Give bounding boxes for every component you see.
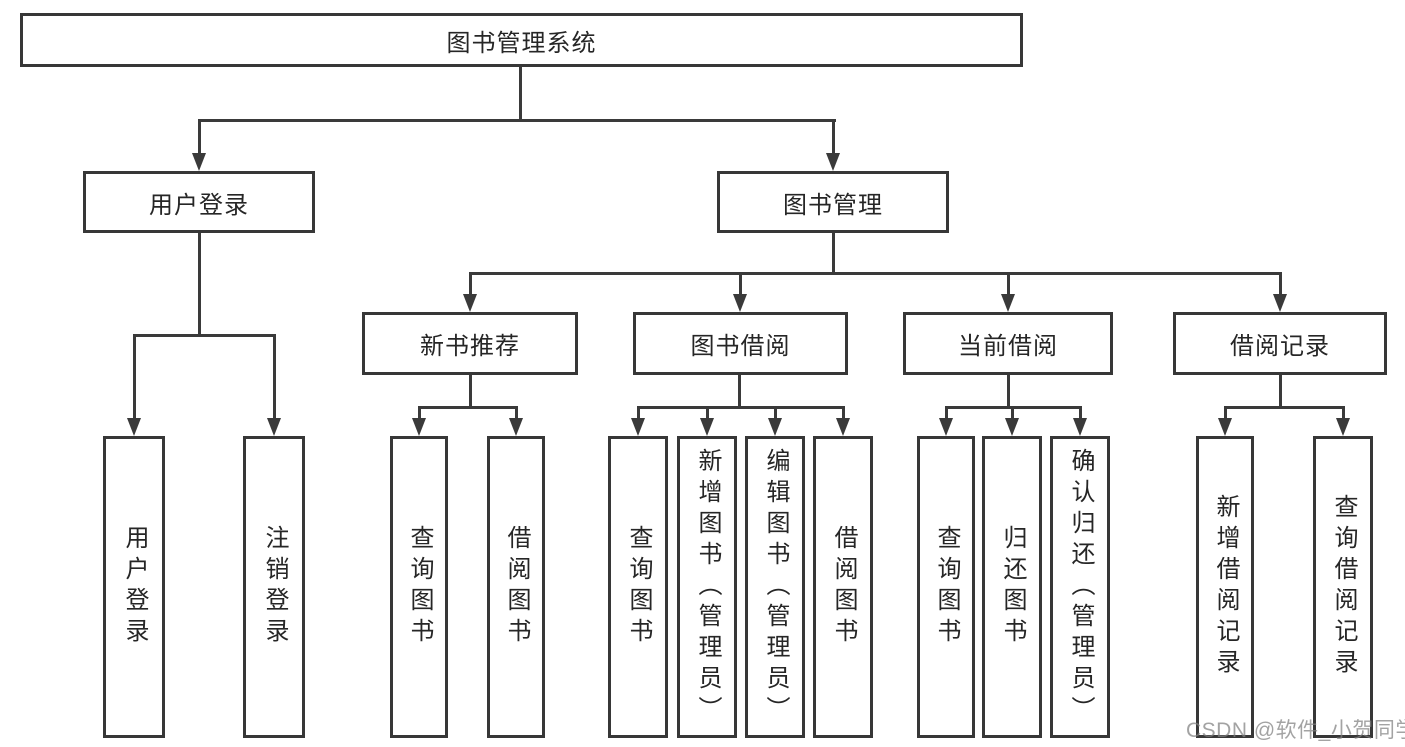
node-new-book-recommendation: 新书推荐 bbox=[362, 312, 578, 375]
connector-line bbox=[842, 406, 845, 420]
connector-line bbox=[469, 375, 472, 409]
connector-line bbox=[1279, 375, 1282, 409]
leaf-bb-add-books-admin: 新增图书（管理员） bbox=[677, 436, 737, 738]
connector-line bbox=[1224, 406, 1227, 420]
connector-line bbox=[273, 334, 276, 420]
leaf-cb-return-books-label: 归还图书 bbox=[999, 525, 1026, 649]
arrowhead-down-icon bbox=[509, 418, 523, 436]
arrowhead-down-icon bbox=[733, 294, 747, 312]
connector-line bbox=[1007, 272, 1010, 296]
arrowhead-down-icon bbox=[1273, 294, 1287, 312]
connector-line bbox=[1224, 406, 1345, 409]
connector-line bbox=[519, 67, 522, 121]
connector-line bbox=[198, 119, 201, 155]
connector-line bbox=[706, 406, 709, 420]
leaf-br-add-borrow-record: 新增借阅记录 bbox=[1196, 436, 1254, 738]
leaf-bb-edit-books-admin-label: 编辑图书（管理员） bbox=[762, 447, 789, 727]
connector-line bbox=[945, 406, 948, 420]
leaf-br-query-borrow-record: 查询借阅记录 bbox=[1313, 436, 1373, 738]
leaf-cb-query-books: 查询图书 bbox=[917, 436, 975, 738]
connector-line bbox=[1007, 375, 1010, 409]
leaf-logout-login: 注销登录 bbox=[243, 436, 305, 738]
node-current-borrowing: 当前借阅 bbox=[903, 312, 1113, 375]
node-new-book-recommendation-label: 新书推荐 bbox=[420, 333, 520, 360]
arrowhead-down-icon bbox=[768, 418, 782, 436]
connector-line bbox=[418, 406, 518, 409]
leaf-cb-query-books-label: 查询图书 bbox=[933, 525, 960, 649]
arrowhead-down-icon bbox=[192, 153, 206, 171]
arrowhead-down-icon bbox=[631, 418, 645, 436]
leaf-nbr-query-books: 查询图书 bbox=[390, 436, 448, 738]
node-book-management-label: 图书管理 bbox=[783, 191, 883, 219]
leaf-nbr-borrow-books-label: 借阅图书 bbox=[503, 525, 530, 649]
connector-line bbox=[469, 272, 1282, 275]
node-user-login-label: 用户登录 bbox=[149, 191, 249, 219]
leaf-br-query-borrow-record-label: 查询借阅记录 bbox=[1330, 494, 1357, 680]
node-book-borrowing: 图书借阅 bbox=[633, 312, 848, 375]
node-library-management-system-label: 图书管理系统 bbox=[446, 29, 597, 57]
node-library-management-system: 图书管理系统 bbox=[20, 13, 1023, 67]
watermark: CSDN @软件_小贺同学 bbox=[1186, 719, 1405, 742]
connector-line bbox=[774, 406, 777, 420]
connector-line bbox=[738, 375, 741, 409]
leaf-br-add-borrow-record-label: 新增借阅记录 bbox=[1212, 494, 1239, 680]
node-user-login: 用户登录 bbox=[83, 171, 315, 233]
node-borrowing-records: 借阅记录 bbox=[1173, 312, 1387, 375]
connector-line bbox=[739, 272, 742, 296]
leaf-nbr-query-books-label: 查询图书 bbox=[406, 525, 433, 649]
arrowhead-down-icon bbox=[836, 418, 850, 436]
connector-line bbox=[637, 406, 640, 420]
arrowhead-down-icon bbox=[1336, 418, 1350, 436]
connector-line bbox=[1011, 406, 1014, 420]
leaf-logout-login-label: 注销登录 bbox=[261, 525, 288, 649]
leaf-bb-query-books-label: 查询图书 bbox=[625, 525, 652, 649]
node-borrowing-records-label: 借阅记录 bbox=[1230, 333, 1330, 360]
leaf-bb-query-books: 查询图书 bbox=[608, 436, 668, 738]
arrowhead-down-icon bbox=[267, 418, 281, 436]
connector-line bbox=[637, 406, 845, 409]
node-book-borrowing-label: 图书借阅 bbox=[690, 333, 791, 360]
arrowhead-down-icon bbox=[700, 418, 714, 436]
leaf-cb-return-books: 归还图书 bbox=[982, 436, 1042, 738]
arrowhead-down-icon bbox=[463, 294, 477, 312]
connector-line bbox=[1342, 406, 1345, 420]
arrowhead-down-icon bbox=[412, 418, 426, 436]
leaf-user-login: 用户登录 bbox=[103, 436, 165, 738]
arrowhead-down-icon bbox=[1218, 418, 1232, 436]
arrowhead-down-icon bbox=[826, 153, 840, 171]
connector-line bbox=[1279, 272, 1282, 296]
arrowhead-down-icon bbox=[1005, 418, 1019, 436]
arrowhead-down-icon bbox=[1073, 418, 1087, 436]
connector-line bbox=[198, 119, 836, 122]
leaf-user-login-label: 用户登录 bbox=[121, 525, 148, 649]
connector-line bbox=[832, 233, 835, 275]
node-book-management: 图书管理 bbox=[717, 171, 949, 233]
connector-line bbox=[418, 406, 421, 420]
connector-line bbox=[515, 406, 518, 420]
connector-line bbox=[1079, 406, 1082, 420]
leaf-cb-confirm-return-admin: 确认归还（管理员） bbox=[1050, 436, 1110, 738]
arrowhead-down-icon bbox=[939, 418, 953, 436]
connector-line bbox=[133, 334, 276, 337]
arrowhead-down-icon bbox=[1001, 294, 1015, 312]
connector-line bbox=[198, 233, 201, 337]
leaf-bb-add-books-admin-label: 新增图书（管理员） bbox=[694, 447, 721, 727]
leaf-bb-edit-books-admin: 编辑图书（管理员） bbox=[745, 436, 805, 738]
connector-line bbox=[469, 272, 472, 296]
leaf-nbr-borrow-books: 借阅图书 bbox=[487, 436, 545, 738]
leaf-bb-borrow-books-label: 借阅图书 bbox=[830, 525, 857, 649]
connector-line bbox=[133, 334, 136, 420]
arrowhead-down-icon bbox=[127, 418, 141, 436]
leaf-cb-confirm-return-admin-label: 确认归还（管理员） bbox=[1067, 447, 1094, 727]
node-current-borrowing-label: 当前借阅 bbox=[958, 333, 1058, 360]
connector-line bbox=[832, 119, 835, 155]
leaf-bb-borrow-books: 借阅图书 bbox=[813, 436, 873, 738]
